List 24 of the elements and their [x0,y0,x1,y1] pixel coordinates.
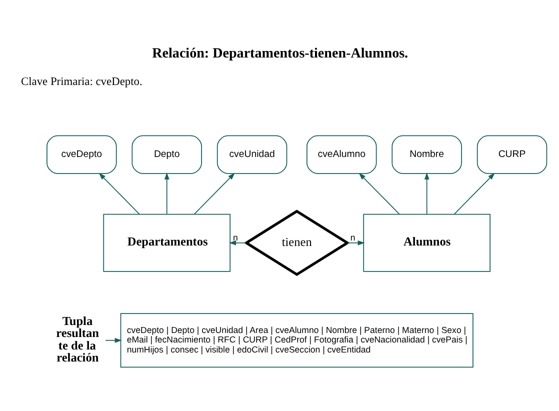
node-text: Tupla resultan te de la relación [56,313,99,364]
node-box: CURP [476,134,548,174]
arrow [229,240,247,245]
node-box: Departamentos [103,213,231,272]
arrow [194,172,235,214]
node-diamond: tienen [244,209,350,276]
arrow [105,337,122,342]
node-box: Nombre [392,134,462,174]
node-box: cveDepto | Depto | cveUnidad | Area | cveAlumno | Nombre | Paterno | Materno | Sexo | eMail | fecNacimiento | RFC | CURP | CedProf | Fotografia | cveNacionalidad | cvePais | numHijos | consec | visible | edoCivil | cveSeccion | cveEntidad [120,312,474,368]
node-box: Depto [132,134,202,174]
arrow [346,240,365,245]
edge-label: n [232,232,238,242]
diagram-title: Relación: Departamentos-tienen-Alumnos. [152,44,408,61]
arrow [98,172,140,214]
arrow [358,172,400,214]
arrow [454,172,495,214]
node-box: cveDepto [46,134,117,174]
label: Clave Primaria: cveDepto. [21,76,142,88]
arrow [164,172,170,214]
edge-label: n [350,232,356,242]
node-box: cveUnidad [216,134,288,174]
node-box: cveAlumno [306,134,377,174]
arrow [424,172,430,214]
node-box: Alumnos [363,213,491,272]
